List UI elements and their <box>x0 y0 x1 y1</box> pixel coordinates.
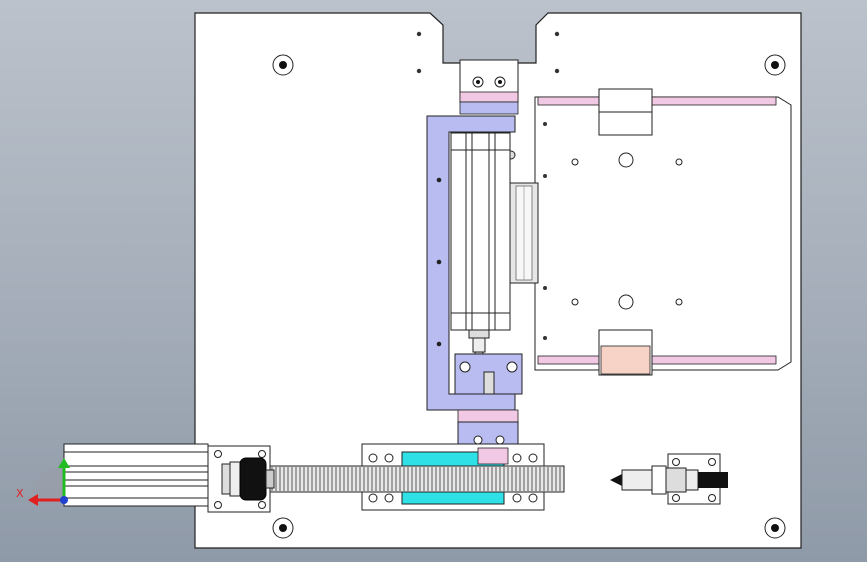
gear-rack[interactable] <box>269 443 565 511</box>
gripper-block-top[interactable] <box>459 59 519 115</box>
rotary-table[interactable] <box>534 88 792 376</box>
coordinate-triad: X <box>16 458 70 506</box>
screw-holes-notch <box>416 31 560 74</box>
rotary-flange <box>509 182 539 284</box>
push-cylinder[interactable] <box>63 443 275 513</box>
z-axis-dot <box>60 496 68 504</box>
rod-connector <box>454 353 523 395</box>
lift-cylinder[interactable] <box>450 132 511 359</box>
shock-absorber[interactable] <box>610 453 728 505</box>
mounting-hole <box>272 54 294 76</box>
x-axis-label: X <box>16 487 24 500</box>
mounting-hole <box>272 517 294 539</box>
mounting-hole <box>764 517 786 539</box>
mounting-hole <box>764 54 786 76</box>
